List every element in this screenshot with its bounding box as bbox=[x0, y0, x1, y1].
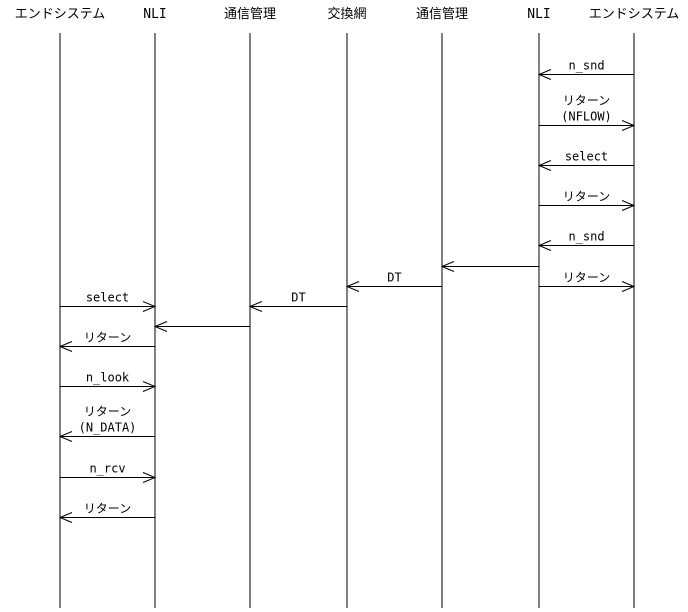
message-5 bbox=[440, 261, 539, 272]
lane-header-es2: エンドシステム bbox=[589, 7, 680, 22]
lane-header-es1: エンドシステム bbox=[15, 7, 106, 22]
message-label: select bbox=[565, 150, 608, 164]
arrow-head bbox=[621, 120, 636, 131]
lane-header-cm1: 通信管理 bbox=[224, 7, 276, 22]
message-label: n_snd bbox=[568, 230, 604, 244]
message-12: n_look bbox=[60, 371, 157, 392]
arrow-head bbox=[142, 301, 157, 312]
arrow-head bbox=[537, 160, 552, 171]
message-4: n_snd bbox=[537, 230, 634, 251]
arrow-head bbox=[153, 321, 168, 332]
arrow-head bbox=[537, 240, 552, 251]
message-7: DT bbox=[345, 271, 442, 292]
message-9: select bbox=[60, 291, 157, 312]
message-1: リターン (NFLOW) bbox=[539, 94, 636, 131]
message-label: n_look bbox=[86, 371, 130, 385]
message-label: リターン bbox=[563, 94, 610, 108]
message-label: select bbox=[86, 291, 129, 305]
lane-header-nli1: NLI bbox=[143, 7, 166, 22]
arrow-head bbox=[142, 381, 157, 392]
arrow-head bbox=[345, 281, 360, 292]
message-label: リターン bbox=[84, 502, 131, 516]
arrow-head bbox=[58, 431, 73, 442]
arrow-head bbox=[142, 472, 157, 483]
message-3: リターン bbox=[539, 190, 636, 211]
lane-header-sw: 交換網 bbox=[327, 6, 366, 22]
message-label: (NFLOW) bbox=[561, 110, 612, 124]
message-11: リターン bbox=[58, 331, 155, 352]
message-15: リターン bbox=[58, 502, 155, 523]
message-label: リターン bbox=[84, 331, 131, 345]
message-0: n_snd bbox=[537, 59, 634, 80]
arrow-head bbox=[537, 69, 552, 80]
arrow-head bbox=[58, 341, 73, 352]
arrow-head bbox=[621, 200, 636, 211]
message-14: n_rcv bbox=[60, 462, 157, 483]
message-13: リターン (N_DATA) bbox=[58, 405, 155, 442]
message-2: select bbox=[537, 150, 634, 171]
message-label: n_snd bbox=[568, 59, 604, 73]
lane-header-cm2: 通信管理 bbox=[416, 7, 468, 22]
message-label: DT bbox=[387, 271, 401, 285]
message-6: リターン bbox=[539, 271, 636, 292]
message-label: DT bbox=[291, 291, 305, 305]
message-10 bbox=[153, 321, 250, 332]
arrow-head bbox=[58, 512, 73, 523]
message-8: DT bbox=[248, 291, 347, 312]
message-label: リターン bbox=[563, 271, 610, 285]
message-label: リターン bbox=[84, 405, 131, 419]
lane-header-nli2: NLI bbox=[527, 7, 550, 22]
arrow-head bbox=[621, 281, 636, 292]
arrow-head bbox=[248, 301, 263, 312]
arrow-head bbox=[440, 261, 455, 272]
message-label: (N_DATA) bbox=[79, 421, 137, 435]
message-label: n_rcv bbox=[89, 462, 125, 476]
message-label: リターン bbox=[563, 190, 610, 204]
